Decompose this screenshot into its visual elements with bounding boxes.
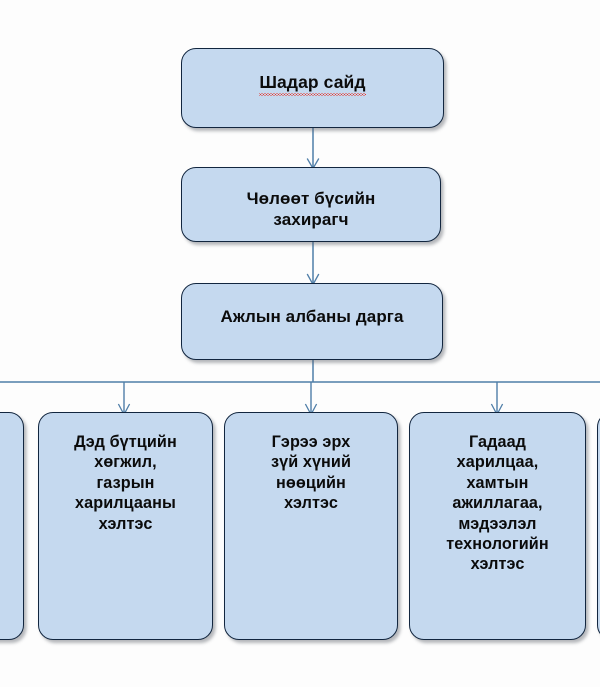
connector-bus-office-director-to-departments xyxy=(0,358,600,420)
node-office-director-label: Ажлын албаны дарга xyxy=(220,307,404,326)
node-department-infrastructure-label: Дэд бүтцийн хөгжил, газрын харилцааны хэ… xyxy=(74,433,177,533)
node-department-foreign-relations-it-label: Гадаад харилцаа, хамтын ажиллагаа, мэдээ… xyxy=(446,433,549,574)
node-department-foreign-relations-it[interactable]: Гадаад харилцаа, хамтын ажиллагаа, мэдээ… xyxy=(409,412,586,640)
node-zone-governor[interactable]: Чөлөөт бүсийн захирагч xyxy=(181,167,441,242)
node-zone-governor-label: Чөлөөт бүсийн захирагч xyxy=(246,189,376,230)
node-department-legal-hr-label: Гэрээ эрх зүй хүний нөөцийн хэлтэс xyxy=(270,433,352,513)
connector-deputy-minister-to-zone-governor xyxy=(304,126,322,170)
spellcheck-underline: Шадар сайд xyxy=(259,72,366,97)
connector-zone-governor-to-office-director xyxy=(304,241,322,286)
node-department-infrastructure[interactable]: Дэд бүтцийн хөгжил, газрын харилцааны хэ… xyxy=(38,412,213,640)
node-department-legal-hr[interactable]: Гэрээ эрх зүй хүний нөөцийн хэлтэс xyxy=(224,412,398,640)
node-deputy-minister[interactable]: Шадар сайд xyxy=(181,48,444,128)
node-office-director[interactable]: Ажлын албаны дарга xyxy=(181,283,443,360)
node-department-cut-left[interactable] xyxy=(0,412,24,640)
node-deputy-minister-label: Шадар сайд xyxy=(182,71,443,97)
